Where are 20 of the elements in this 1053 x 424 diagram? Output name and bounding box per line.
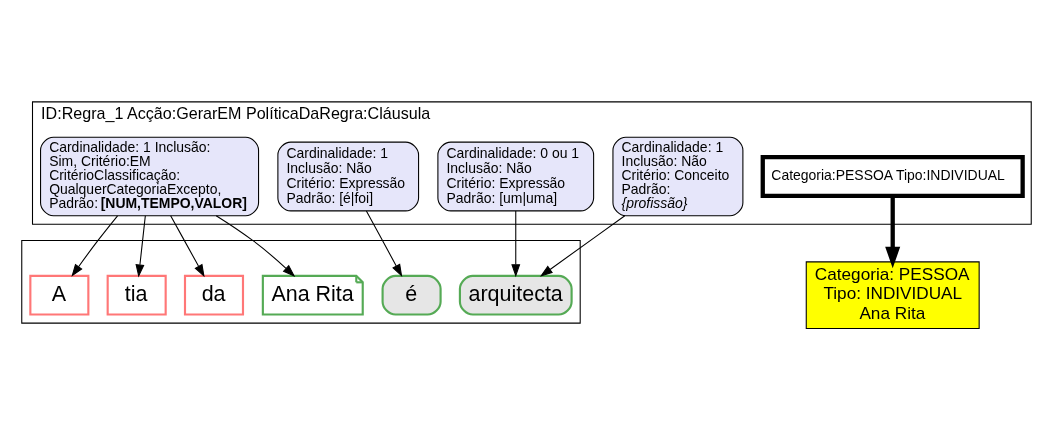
arrow	[365, 209, 403, 277]
node-box: da	[183, 274, 245, 316]
arrow	[135, 214, 146, 277]
node-box: A	[29, 274, 90, 316]
arrow	[511, 209, 521, 277]
node-box: Cardinalidade: 1 Inclusão: Não Critério: Conceito Padrão: {profissão}	[612, 136, 744, 216]
node-box: Cardinalidade: 1 Inclusão: Não Critério: Expressão Padrão: [é|foi]	[277, 141, 420, 211]
node-box: arquitecta	[458, 274, 573, 316]
cluster	[21, 239, 581, 324]
arrow	[71, 214, 119, 277]
node-box: Categoria: PESSOA Tipo: INDIVIDUAL Ana Rita	[805, 260, 980, 329]
arrow	[170, 214, 205, 277]
node-box: tia	[106, 274, 167, 316]
arrow	[539, 214, 626, 277]
arrow	[885, 195, 901, 268]
node-box: Cardinalidade: 0 ou 1 Inclusão: Não Critério: Expressão Padrão: [um|uma]	[437, 141, 595, 211]
node-box: Cardinalidade: 1 Inclusão: Sim, Critério:EM CritérioClassificação: QualquerCategoriaExcepto, Padrão:[NUM,TEMPO,VALOR]	[40, 136, 260, 216]
node-box: Categoria:PESSOA Tipo:INDIVIDUAL	[760, 154, 1025, 198]
node-box: é	[381, 274, 442, 316]
arrow	[215, 214, 296, 277]
